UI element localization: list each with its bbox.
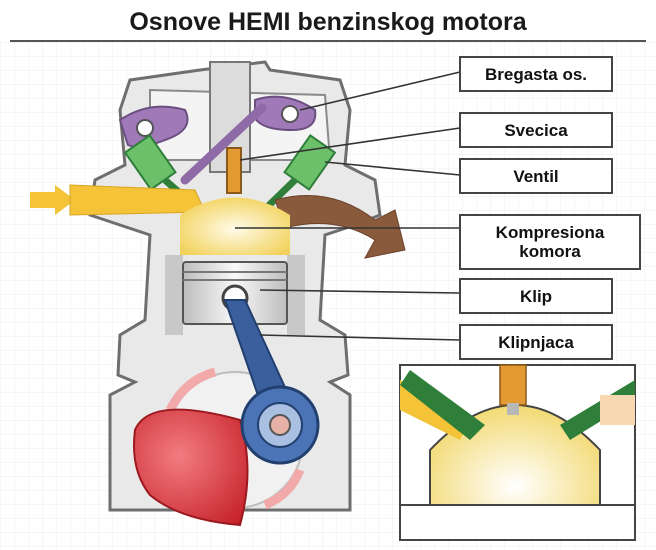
crank-pin <box>270 415 290 435</box>
label-valve: Ventil <box>459 158 613 194</box>
inset-chamber-detail <box>400 365 635 540</box>
label-spark-plug: Svecica <box>459 112 613 148</box>
cam-hole-left <box>137 120 153 136</box>
cylinder-wall-right <box>287 255 305 335</box>
compression-chamber <box>180 198 290 256</box>
intake-port <box>70 185 205 215</box>
label-compression-line1: Kompresiona <box>496 223 605 242</box>
cam-hole-right <box>282 106 298 122</box>
label-compression-line2: komora <box>519 242 580 261</box>
label-camshaft: Bregasta os. <box>459 56 613 92</box>
spark-plug <box>227 148 241 193</box>
label-compression-chamber: Kompresiona komora <box>459 214 641 270</box>
label-piston: Klip <box>459 278 613 314</box>
label-connecting-rod: Klipnjaca <box>459 324 613 360</box>
cylinder-wall-left <box>165 255 183 335</box>
